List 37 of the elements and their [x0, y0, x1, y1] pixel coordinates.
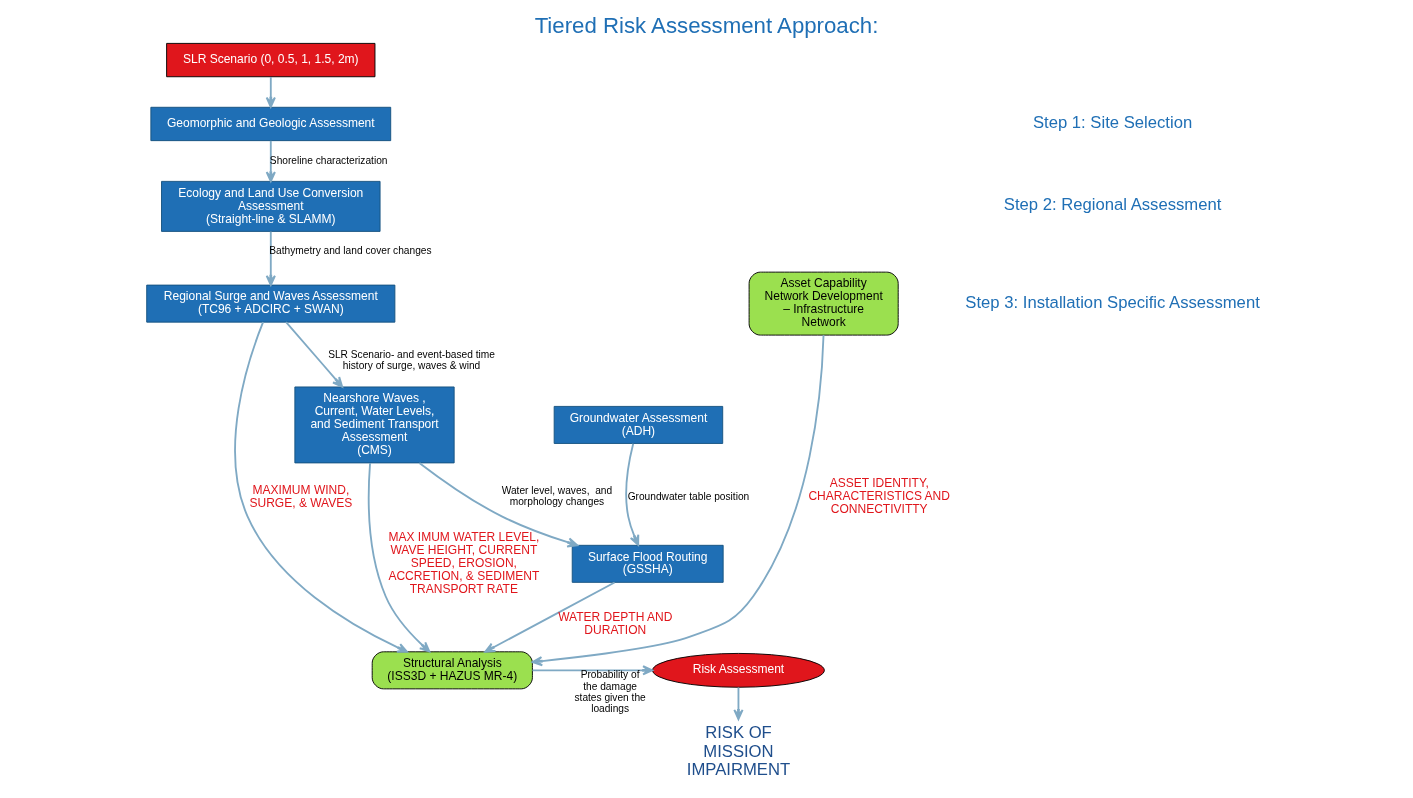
node-text: RISK OF MISSION IMPAIRMENT	[686, 723, 791, 780]
label: Step 3: Installation Specific Assessment	[965, 292, 1260, 312]
arrow	[265, 230, 276, 286]
arrow	[265, 139, 276, 183]
edge-label: ASSET IDENTITY, CHARACTERISTICS AND CONNECTIVITTY	[808, 476, 950, 517]
arrow	[484, 581, 616, 653]
node-box: Structural Analysis (ISS3D + HAZUS MR-4)	[371, 651, 533, 690]
node-box: Asset Capability Network Development – Infrastructure Network	[748, 271, 899, 336]
node-box: Nearshore Waves , Current, Water Levels, and Sediment Transport Assessment (CMS)	[294, 386, 455, 464]
edge-label: WATER DEPTH AND DURATION	[558, 609, 673, 637]
arrow	[265, 76, 276, 108]
arrow	[285, 321, 344, 388]
node-box: Geomorphic and Geologic Assessment	[150, 106, 392, 142]
label: Step 2: Regional Assessment	[1003, 195, 1222, 215]
node-box: Ecology and Land Use Conversion Assessment (Straight-line & SLAMM)	[161, 180, 381, 232]
edge-label: MAXIMUM WIND, SURGE, & WAVES	[249, 482, 353, 510]
arrow	[367, 462, 431, 653]
arrow	[625, 442, 640, 546]
edge-label: Bathymetry and land cover changes	[269, 245, 432, 257]
arrow	[733, 686, 744, 721]
label: Step 1: Site Selection	[1032, 113, 1193, 133]
edge-label: Water level, waves, and morphology changes	[501, 485, 613, 508]
node-ellipse: Risk Assessment	[652, 652, 825, 688]
diagram-title: Tiered Risk Assessment Approach:	[534, 13, 879, 39]
arrow	[531, 334, 825, 667]
edge-label: Probability of the damage states given the loadings	[574, 669, 646, 714]
node-box: Regional Surge and Waves Assessment (TC96 + ADCIRC + SWAN)	[146, 284, 396, 323]
node-box: Surface Flood Routing (GSSHA)	[571, 544, 724, 583]
edge-label: SLR Scenario- and event-based time history of surge, waves & wind	[328, 349, 495, 372]
edge-label: Groundwater table position	[627, 490, 750, 502]
arrow	[531, 665, 654, 676]
node-box: Groundwater Assessment (ADH)	[553, 405, 724, 444]
edge-label: Shoreline characterization	[269, 154, 388, 166]
node-box: SLR Scenario (0, 0.5, 1, 1.5, 2m)	[166, 42, 376, 78]
arrow	[418, 462, 579, 548]
arrow	[234, 321, 408, 653]
edge-label: MAX IMUM WATER LEVEL, WAVE HEIGHT, CURRENT SPEED, EROSION, ACCRETION, & SEDIMENT TRANSPORT RATE	[388, 530, 540, 596]
